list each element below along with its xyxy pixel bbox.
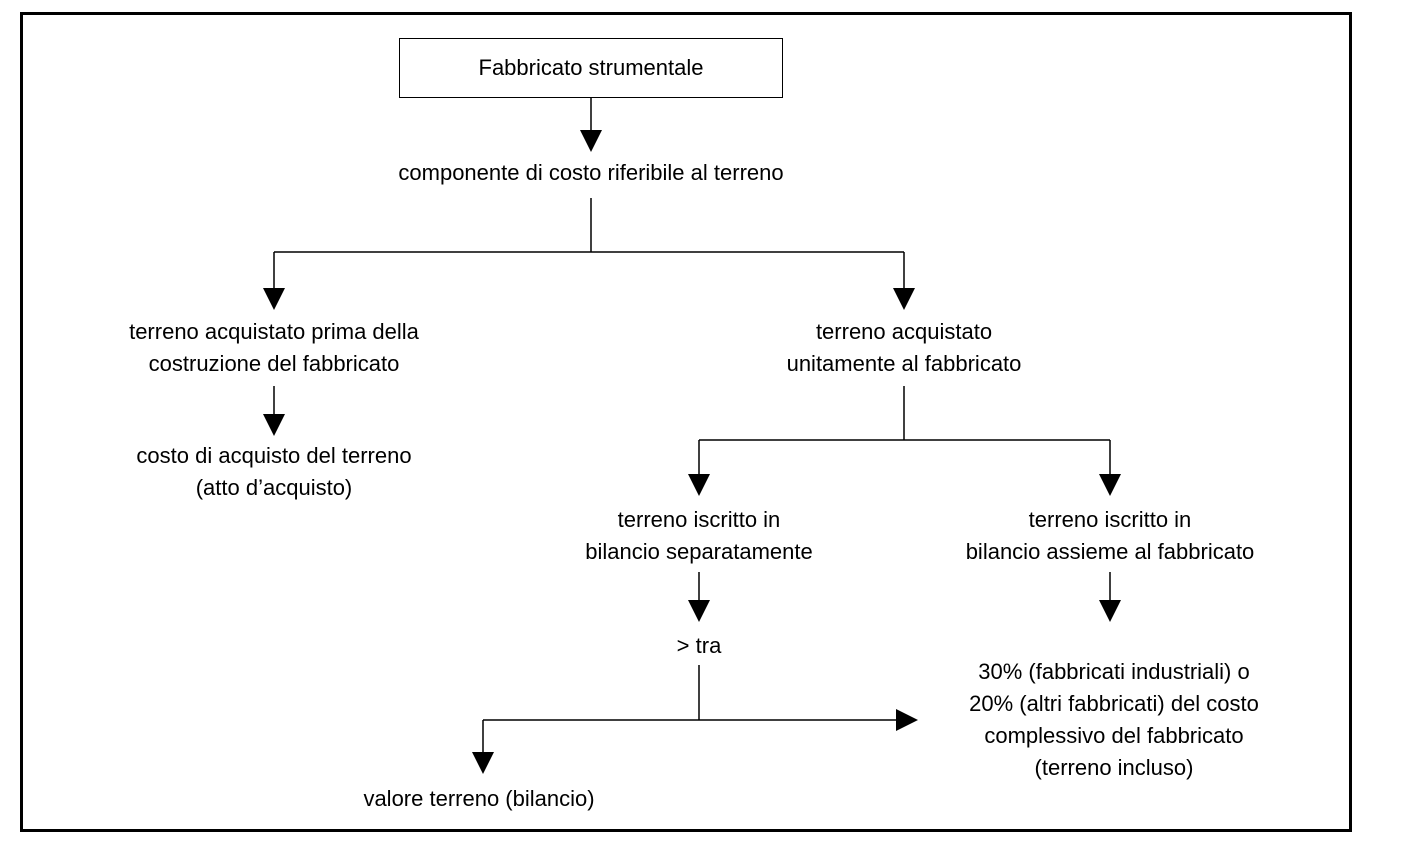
arrowhead-separate-compare — [688, 600, 710, 622]
arrowhead-split-right — [893, 288, 915, 310]
together-node: terreno iscritto in bilancio assieme al … — [966, 504, 1255, 568]
diagram-frame — [20, 12, 1352, 832]
right-branch-line2: unitamente al fabbricato — [786, 351, 1022, 376]
right-branch-node: terreno acquistato unitamente al fabbric… — [787, 316, 1022, 380]
separate-node: terreno iscritto in bilancio separatamen… — [585, 504, 812, 568]
left-branch-line2: costruzione del fabbricato — [148, 351, 400, 376]
arrowhead-split-left — [263, 288, 285, 310]
percentage-line4: (terreno incluso) — [1034, 755, 1194, 780]
arrowhead-right-together — [1099, 474, 1121, 496]
left-result-line2: (atto d’acquisto) — [195, 475, 353, 500]
arrowhead-left-result — [263, 414, 285, 436]
compare-node: > tra — [677, 630, 722, 662]
percentage-line1: 30% (fabbricati industriali) o — [978, 659, 1250, 684]
cost-component-node: componente di costo riferibile al terren… — [398, 157, 783, 189]
separate-line1: terreno iscritto in — [617, 507, 781, 532]
arrowhead-compare-pct — [896, 709, 918, 731]
cost-component-label: componente di costo riferibile al terren… — [398, 160, 784, 185]
percentage-line3: complessivo del fabbricato — [984, 723, 1244, 748]
compare-label: > tra — [676, 633, 722, 658]
left-branch-line1: terreno acquistato prima della — [129, 319, 419, 344]
arrowhead-right-separate — [688, 474, 710, 496]
left-result-node: costo di acquisto del terreno (atto d’ac… — [136, 440, 411, 504]
arrowhead-together-pct — [1099, 600, 1121, 622]
together-line2: bilancio assieme al fabbricato — [965, 539, 1255, 564]
root-label: Fabbricato strumentale — [478, 55, 704, 80]
separate-line2: bilancio separatamente — [585, 539, 813, 564]
arrowhead-compare-value — [472, 752, 494, 774]
arrowhead-root-cost — [580, 130, 602, 152]
left-branch-node: terreno acquistato prima della costruzio… — [129, 316, 419, 380]
value-label: valore terreno (bilancio) — [363, 786, 595, 811]
left-result-line1: costo di acquisto del terreno — [136, 443, 412, 468]
value-node: valore terreno (bilancio) — [363, 783, 594, 815]
right-branch-line1: terreno acquistato — [815, 319, 993, 344]
percentage-node: 30% (fabbricati industriali) o 20% (altr… — [969, 656, 1259, 784]
percentage-line2: 20% (altri fabbricati) del costo — [969, 691, 1259, 716]
root-node: Fabbricato strumentale — [399, 38, 783, 98]
together-line1: terreno iscritto in — [1028, 507, 1192, 532]
